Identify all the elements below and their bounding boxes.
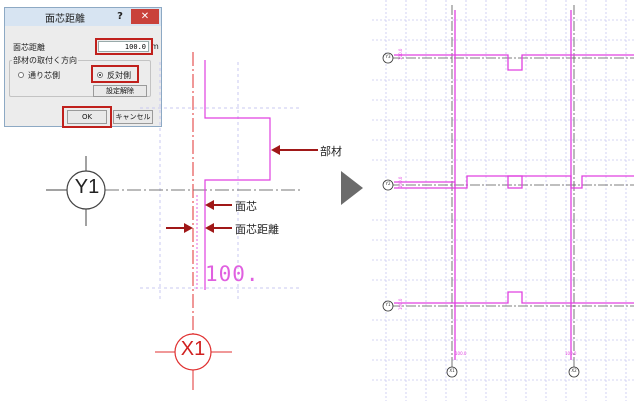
cancel-button[interactable]: キャンセル bbox=[113, 110, 153, 124]
preview-dim-label: 100.0 bbox=[398, 176, 403, 188]
radio-opposite-side[interactable] bbox=[97, 72, 103, 78]
dialog-titlebar[interactable] bbox=[5, 8, 161, 26]
x1-bubble-label: X1 bbox=[180, 338, 206, 360]
member-annotation: 部材 bbox=[320, 145, 342, 158]
y1-bubble-label: Y1 bbox=[74, 176, 100, 198]
distance-arrow-left-head bbox=[184, 223, 193, 233]
distance-unit: m bbox=[151, 42, 159, 51]
distance-highlight bbox=[95, 38, 153, 55]
next-step-arrow-icon bbox=[341, 171, 363, 205]
preview-dim-label: 100.0 bbox=[565, 351, 577, 356]
radio-opposite-side-label: 反対側 bbox=[107, 71, 131, 80]
preview-bubble-y3: Y3 bbox=[385, 54, 391, 59]
help-icon[interactable]: ? bbox=[117, 11, 123, 22]
distance-input[interactable]: 100.0 bbox=[98, 41, 149, 52]
preview-bubble-x1: X1 bbox=[449, 368, 455, 373]
detail-drawing bbox=[46, 52, 318, 390]
direction-group-label: 部材の取付く方向 bbox=[12, 55, 78, 66]
plan-preview bbox=[372, 0, 634, 401]
preview-grid bbox=[372, 0, 634, 401]
ok-highlight bbox=[62, 106, 112, 128]
member-outline bbox=[204, 60, 271, 290]
preview-dim-label: 100.0 bbox=[455, 351, 467, 356]
radio-street-side[interactable] bbox=[18, 72, 24, 78]
distance-label: 面芯距離 bbox=[13, 43, 45, 52]
close-button[interactable]: ✕ bbox=[131, 9, 159, 24]
direction-group bbox=[9, 60, 151, 97]
member-arrow-head bbox=[271, 145, 280, 155]
distance-arrow-right-head bbox=[205, 223, 214, 233]
preview-bubble-y1: Y1 bbox=[385, 302, 391, 307]
preview-bubble-x2: X2 bbox=[571, 368, 577, 373]
dialog-title: 面芯距離 bbox=[45, 14, 85, 25]
face-annotation: 面芯 bbox=[235, 200, 257, 213]
dimension-text: 100. bbox=[205, 262, 260, 286]
preview-dim-label: 100.0 bbox=[398, 298, 403, 310]
preview-bubble-y2: Y2 bbox=[385, 181, 391, 186]
dialog-window: 面芯距離 ? ✕ 面芯距離 100.0 m 部材の取付く方向 通り芯側 反対側 … bbox=[4, 7, 162, 128]
radio-street-side-label: 通り芯側 bbox=[28, 71, 60, 80]
distance-annotation: 面芯距離 bbox=[235, 223, 279, 236]
ok-button[interactable]: OK bbox=[67, 110, 107, 124]
opposite-side-highlight bbox=[91, 65, 139, 83]
face-arrow-head bbox=[205, 200, 214, 210]
preview-dim-label: 100.0 bbox=[398, 48, 403, 60]
preview-bubbles bbox=[382, 52, 580, 378]
preview-members bbox=[394, 10, 634, 360]
reset-button[interactable]: 設定解除 bbox=[93, 85, 147, 97]
